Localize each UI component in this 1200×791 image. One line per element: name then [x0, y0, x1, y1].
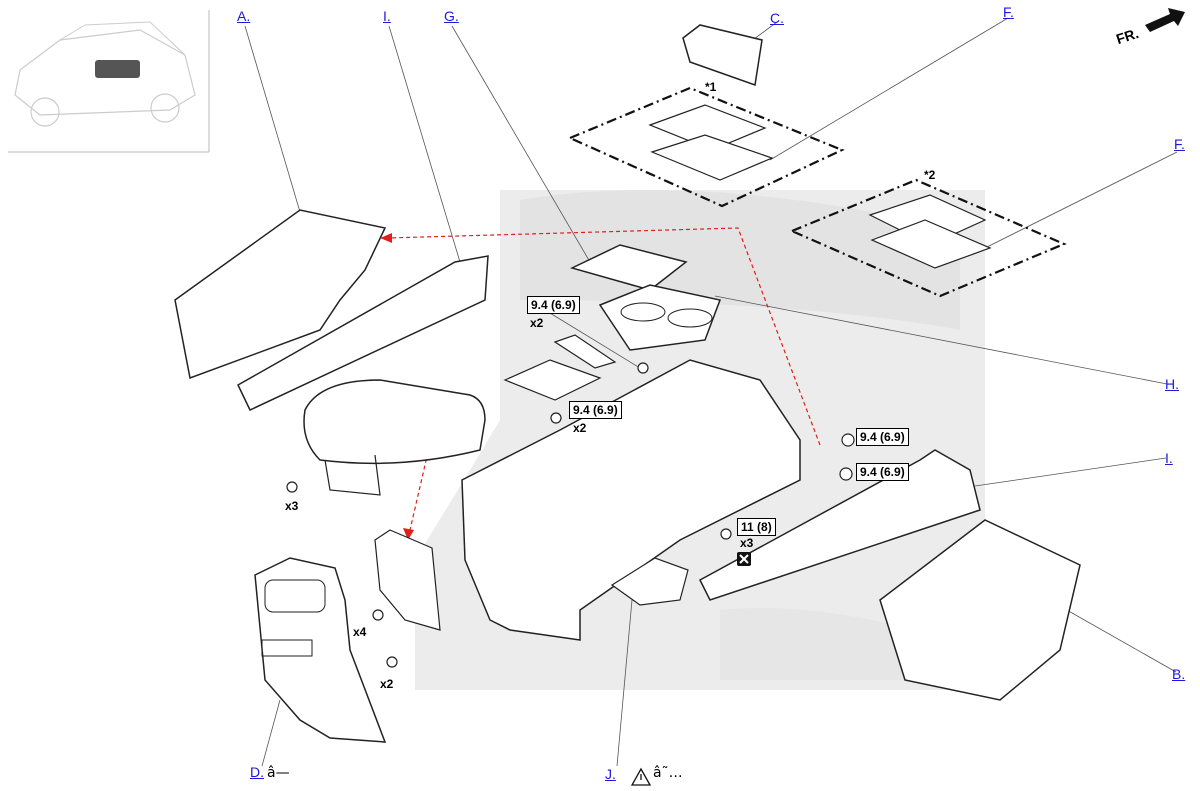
part-i-trim-left — [237, 255, 489, 411]
callout-j[interactable]: J. — [605, 766, 616, 782]
callout-a[interactable]: A. — [237, 8, 251, 24]
variant-marker-2: *2 — [924, 168, 936, 182]
quantity-label: x2 — [380, 677, 394, 691]
callout-i-right[interactable]: I. — [1165, 450, 1173, 466]
part-g-switch-panel — [569, 244, 688, 291]
armrest — [303, 379, 486, 465]
part-b-side-trim — [879, 519, 1081, 701]
warning-icon — [630, 767, 652, 786]
part-j-module — [610, 557, 689, 606]
front-arrow-icon — [1145, 8, 1185, 32]
rear-bracket — [374, 529, 441, 631]
callout-b[interactable]: B. — [1172, 666, 1186, 682]
part-d-rear-panel — [254, 557, 387, 743]
quantity-label: x2 — [530, 316, 544, 330]
callout-d[interactable]: D. — [250, 764, 264, 780]
torque-spec: 9.4 (6.9) — [856, 463, 909, 481]
torque-spec: 11 (8) — [737, 518, 776, 536]
leader-lines — [244, 17, 1178, 767]
variant-marker-1: *1 — [705, 80, 717, 94]
callout-g[interactable]: G. — [444, 8, 459, 24]
callout-j-suffix: â˜… — [653, 765, 683, 781]
torque-spec: 9.4 (6.9) — [569, 401, 622, 419]
quantity-label: x3 — [740, 536, 754, 550]
bolts — [286, 362, 855, 668]
quantity-label: x3 — [285, 499, 299, 513]
callout-f-right[interactable]: F. — [1174, 136, 1185, 152]
torque-spec: 9.4 (6.9) — [856, 428, 909, 446]
callout-f-top[interactable]: F. — [1003, 4, 1014, 20]
callout-i-top[interactable]: I. — [383, 8, 391, 24]
callout-d-suffix: â— — [267, 765, 290, 781]
guide-arrowhead — [403, 528, 414, 540]
option-boxes — [567, 86, 1067, 298]
part-i-trim-right — [699, 449, 981, 601]
quantity-label: x2 — [573, 421, 587, 435]
callout-h[interactable]: H. — [1165, 376, 1179, 392]
part-a-side-trim — [174, 209, 387, 380]
center-console-body — [461, 359, 801, 641]
quantity-label: x4 — [353, 625, 367, 639]
guide-arrowhead — [380, 233, 392, 243]
callout-c[interactable]: C. — [770, 10, 784, 26]
vehicle-locator-inset — [8, 10, 210, 153]
torque-spec: 9.4 (6.9) — [527, 296, 580, 314]
guide-arrows — [387, 227, 821, 531]
part-c-switch — [682, 24, 763, 87]
